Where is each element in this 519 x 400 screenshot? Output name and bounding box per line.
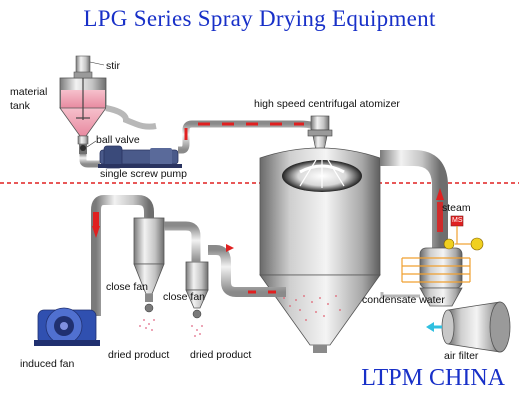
close-fan-left-label: close fan [106,281,149,293]
page-title: LPG Series Spray Drying Equipment [83,6,436,31]
product-air-pipe [208,245,286,297]
induced-fan-label: induced fan [20,358,75,370]
condensate-water-label: condensate water [362,294,445,306]
material-tank [59,55,107,145]
ball-valve-label: ball valve [96,134,140,146]
hot-air-duct [380,150,448,250]
dried-product-right-label: dried product [190,349,252,361]
exhaust-pipe [91,195,154,316]
cyclone-separator-large [133,217,165,331]
brand-label: LTPM CHINA [361,365,505,391]
close-fan-right-label: close fan [163,291,206,303]
tank-outlet-pipe [79,154,100,168]
ball-valve [79,140,97,154]
atomizer-label: high speed centrifugal atomizer [254,98,400,110]
steam-label: steam [442,202,471,214]
feed-pipe [178,120,322,154]
dried-product-left-label: dried product [108,349,170,361]
air-filter-label: air filter [444,350,479,362]
single-screw-pump [98,145,182,169]
ms-badge: MS [452,217,463,224]
induced-fan [34,307,100,346]
steam-heater [401,215,484,307]
stir-label: stir [106,60,120,72]
single-screw-pump-label: single screw pump [100,168,187,180]
material-tank-label-line2: tank [10,100,30,112]
air-filter-unit [426,301,511,353]
drying-chamber [259,147,381,353]
material-tank-label-line1: material [10,86,48,98]
